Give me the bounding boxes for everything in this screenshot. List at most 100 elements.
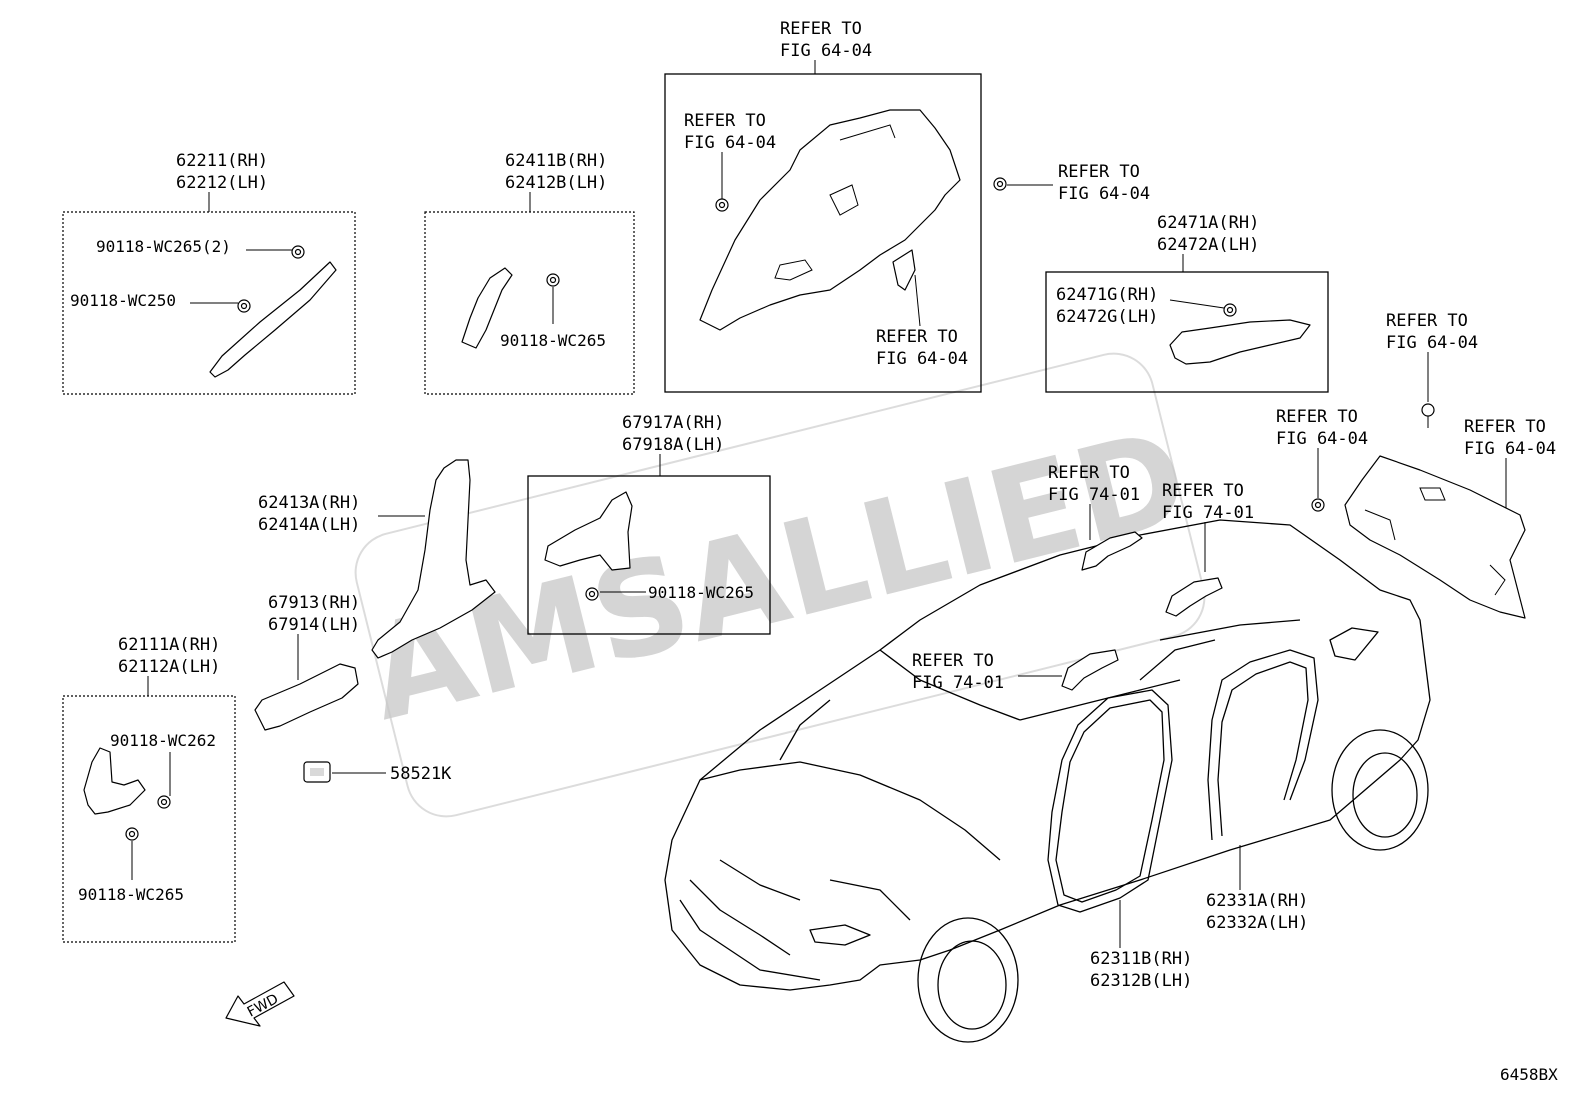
- a-pillar-group: 62211(RH) 62212(LH) 90118-WC265(2) 90118…: [62, 151, 356, 395]
- back-door-side-trim: [1169, 319, 1311, 365]
- plug-icon: [303, 761, 331, 783]
- refer-top-line1[interactable]: REFER TO: [780, 19, 862, 39]
- part-62211-clip2-label[interactable]: 90118-WC250: [70, 291, 176, 310]
- opening-trim-labels: 62331A(RH) 62332A(LH) 62311B(RH) 62312B(…: [1090, 845, 1308, 991]
- clip-icon: [1311, 498, 1325, 512]
- part-58521-label[interactable]: 58521K: [390, 764, 452, 784]
- assist-grips: REFER TO FIG 74-01 REFER TO FIG 74-01 RE…: [912, 463, 1254, 693]
- car-body: [664, 519, 1431, 991]
- quarter-trim-cover: [892, 249, 916, 291]
- part-62471a-label[interactable]: 62471A(RH): [1157, 213, 1259, 233]
- refer-rt2-line1[interactable]: REFER TO: [1276, 407, 1358, 427]
- refer-grip2-line2[interactable]: FIG 74-01: [1162, 503, 1254, 523]
- clip-right-of-box: REFER TO FIG 64-04: [993, 162, 1150, 204]
- screw-icon: [1421, 403, 1435, 428]
- fwd-arrow: FWD: [225, 981, 295, 1027]
- refer-inner2-line2[interactable]: FIG 64-04: [876, 349, 968, 369]
- clip-icon: [585, 587, 599, 601]
- part-62332-label[interactable]: 62332A(LH): [1206, 913, 1308, 933]
- scuff-plate-group: 67913(RH) 67914(LH): [254, 593, 360, 731]
- back-door-trim-group: 62471A(RH) 62472A(LH) 62471G(RH) 62472G(…: [1045, 213, 1329, 393]
- refer-grip2-line1[interactable]: REFER TO: [1162, 481, 1244, 501]
- rear-luggage-trim-group: REFER TO FIG 64-04 REFER TO FIG 64-04 RE…: [1276, 311, 1556, 619]
- part-62111-clip1-label[interactable]: 90118-WC262: [110, 731, 216, 750]
- part-62414-label[interactable]: 62414A(LH): [258, 515, 360, 535]
- rear-luggage-trim: [1344, 455, 1526, 619]
- part-62111-clip2-label[interactable]: 90118-WC265: [78, 885, 184, 904]
- refer-grip1-line1[interactable]: REFER TO: [1048, 463, 1130, 483]
- refer-rt1-line1[interactable]: REFER TO: [1386, 311, 1468, 331]
- fwd-arrow-icon: [225, 981, 295, 1027]
- refer-rt3-line2[interactable]: FIG 64-04: [1464, 439, 1556, 459]
- b-pillar-upper-garnish: [461, 267, 513, 349]
- clip-icon: [157, 795, 171, 809]
- part-67918-label[interactable]: 67918A(LH): [622, 435, 724, 455]
- refer-clip-line2[interactable]: FIG 64-04: [1058, 184, 1150, 204]
- part-62412-label[interactable]: 62412B(LH): [505, 173, 607, 193]
- figure-code: 6458BX: [1500, 1065, 1558, 1084]
- assist-grip-1: [1081, 531, 1143, 571]
- b-pillar-lower-cover: [544, 491, 633, 571]
- b-pillar-upper-box: [424, 211, 635, 395]
- front-kick-panel-group: 62111A(RH) 62112A(LH) 90118-WC262 90118-…: [62, 635, 236, 943]
- part-62413-label[interactable]: 62413A(RH): [258, 493, 360, 513]
- quarter-trim-box: [664, 73, 982, 393]
- refer-clip-line1[interactable]: REFER TO: [1058, 162, 1140, 182]
- clip-icon: [546, 273, 560, 287]
- b-pillar-lower-cover-box: [527, 475, 771, 635]
- quarter-trim-panel: [699, 109, 961, 331]
- refer-rt2-line2[interactable]: FIG 64-04: [1276, 429, 1368, 449]
- part-62411-clip-label[interactable]: 90118-WC265: [500, 331, 606, 350]
- part-67914-label[interactable]: 67914(LH): [268, 615, 360, 635]
- watermark-text: AMSALLIED: [354, 401, 1201, 750]
- refer-grip3-line1[interactable]: REFER TO: [912, 651, 994, 671]
- refer-inner2-line1[interactable]: REFER TO: [876, 327, 958, 347]
- part-62212-label[interactable]: 62212(LH): [176, 173, 268, 193]
- part-67917-label[interactable]: 67917A(RH): [622, 413, 724, 433]
- assist-grip-3: [1061, 649, 1119, 691]
- center-pillar-lower-group: 62413A(RH) 62414A(LH): [258, 459, 496, 659]
- center-pillar-lower-garnish: [371, 459, 496, 659]
- part-62211-label[interactable]: 62211(RH): [176, 151, 268, 171]
- front-kick-panel: [83, 747, 146, 815]
- refer-grip3-line2[interactable]: FIG 74-01: [912, 673, 1004, 693]
- front-kick-panel-box: [62, 695, 236, 943]
- part-58521-group: 58521K: [303, 761, 452, 784]
- part-62311-label[interactable]: 62311B(RH): [1090, 949, 1192, 969]
- a-pillar-box: [62, 211, 356, 395]
- refer-inner-line2[interactable]: FIG 64-04: [684, 133, 776, 153]
- back-door-trim-box: [1045, 271, 1329, 393]
- b-pillar-upper-group: 62411B(RH) 62412B(LH) 90118-WC265: [424, 151, 635, 395]
- clip-icon: [1223, 303, 1237, 317]
- front-door-opening: [1047, 689, 1173, 913]
- a-pillar-garnish: [209, 261, 337, 378]
- part-67917-clip-label[interactable]: 90118-WC265: [648, 583, 754, 602]
- clip-icon: [125, 827, 139, 841]
- part-62312-label[interactable]: 62312B(LH): [1090, 971, 1192, 991]
- clip-icon: [291, 245, 305, 259]
- rear-door-opening: [1207, 649, 1319, 841]
- clip-icon: [715, 198, 729, 212]
- part-62471g-label[interactable]: 62471G(RH): [1056, 285, 1158, 305]
- vehicle-outline: [664, 519, 1431, 1043]
- part-62112-label[interactable]: 62112A(LH): [118, 657, 220, 677]
- scuff-plate: [254, 663, 359, 731]
- part-62111-label[interactable]: 62111A(RH): [118, 635, 220, 655]
- clip-icon: [237, 299, 251, 313]
- part-62472a-label[interactable]: 62472A(LH): [1157, 235, 1259, 255]
- refer-grip1-line2[interactable]: FIG 74-01: [1048, 485, 1140, 505]
- b-pillar-lower-cover-group: 67917A(RH) 67918A(LH) 90118-WC265: [527, 413, 771, 635]
- refer-rt1-line2[interactable]: FIG 64-04: [1386, 333, 1478, 353]
- quarter-trim-group: REFER TO FIG 64-04 REFER TO FIG 64-04 RE…: [664, 19, 982, 393]
- clip-icon: [993, 177, 1007, 191]
- refer-inner-line1[interactable]: REFER TO: [684, 111, 766, 131]
- part-62411-label[interactable]: 62411B(RH): [505, 151, 607, 171]
- part-62472g-label[interactable]: 62472G(LH): [1056, 307, 1158, 327]
- part-62211-clip1-label[interactable]: 90118-WC265(2): [96, 237, 231, 256]
- refer-rt3-line1[interactable]: REFER TO: [1464, 417, 1546, 437]
- part-62331-label[interactable]: 62331A(RH): [1206, 891, 1308, 911]
- assist-grip-2: [1165, 577, 1223, 617]
- part-67913-label[interactable]: 67913(RH): [268, 593, 360, 613]
- refer-top-line2[interactable]: FIG 64-04: [780, 41, 872, 61]
